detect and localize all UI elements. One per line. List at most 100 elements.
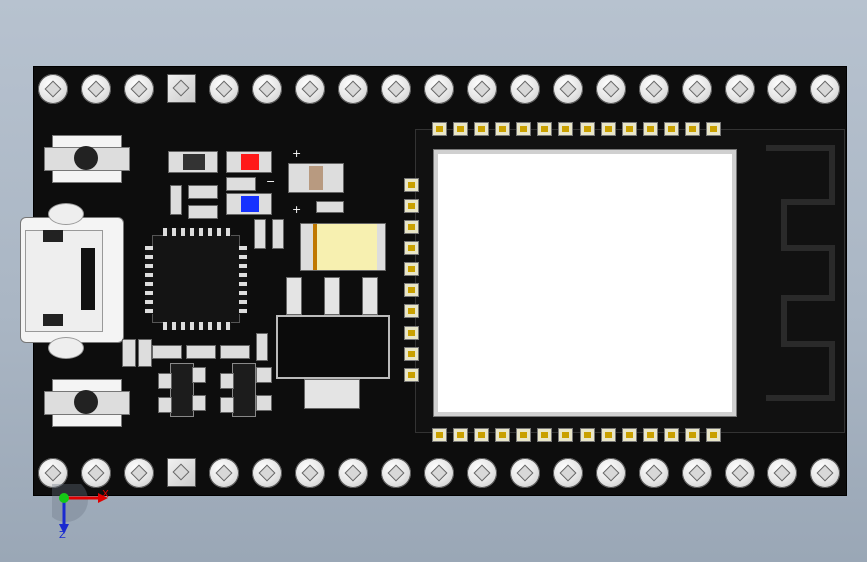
module-pad bbox=[537, 428, 552, 442]
usb-mount-hole bbox=[48, 203, 84, 225]
module-pad bbox=[404, 178, 419, 192]
en-button[interactable] bbox=[44, 135, 130, 183]
polarity-minus: − bbox=[266, 175, 276, 188]
pin-top-18 bbox=[767, 74, 797, 104]
module-pad bbox=[495, 122, 510, 136]
module-pad bbox=[643, 428, 658, 442]
module-pad bbox=[664, 428, 679, 442]
module-pad bbox=[474, 122, 489, 136]
usb-tab bbox=[43, 314, 63, 326]
regulator-pin bbox=[286, 277, 302, 315]
axis-triad bbox=[52, 484, 108, 534]
smd-resistor bbox=[254, 219, 266, 249]
module-pad bbox=[516, 428, 531, 442]
module-pad bbox=[404, 220, 419, 234]
pin-bottom-9 bbox=[381, 458, 411, 488]
pin-bottom-10 bbox=[424, 458, 454, 488]
pin-top-3 bbox=[124, 74, 154, 104]
regulator-pin bbox=[362, 277, 378, 315]
pin-bottom-19 bbox=[810, 458, 840, 488]
smd-resistor bbox=[226, 177, 256, 191]
module-pad bbox=[453, 428, 468, 442]
module-pad bbox=[404, 368, 419, 382]
pin-top-15 bbox=[639, 74, 669, 104]
module-pad bbox=[685, 122, 700, 136]
smd-resistor bbox=[186, 345, 216, 359]
module-pad bbox=[404, 241, 419, 255]
transistor bbox=[158, 363, 206, 417]
smd-resistor bbox=[170, 185, 182, 215]
regulator-pin bbox=[324, 277, 340, 315]
usb-pin-bar bbox=[81, 248, 95, 310]
x-axis-label: X bbox=[102, 489, 109, 500]
module-pad bbox=[601, 428, 616, 442]
module-pad bbox=[664, 122, 679, 136]
pin-bottom-1 bbox=[38, 458, 68, 488]
red-led bbox=[226, 151, 272, 173]
pin-top-13 bbox=[553, 74, 583, 104]
pin-bottom-16 bbox=[682, 458, 712, 488]
module-pad bbox=[404, 199, 419, 213]
module-pad bbox=[706, 122, 721, 136]
pin-bottom-5 bbox=[209, 458, 239, 488]
usb-mount-hole bbox=[48, 337, 84, 359]
pin-top-9 bbox=[381, 74, 411, 104]
smd-resistor bbox=[256, 333, 268, 361]
module-shield bbox=[434, 150, 736, 416]
boot-button[interactable] bbox=[44, 379, 130, 427]
module-pad bbox=[404, 304, 419, 318]
smd-resistor bbox=[220, 345, 250, 359]
module-pad bbox=[432, 428, 447, 442]
blue-led bbox=[226, 193, 272, 215]
smd-resistor bbox=[188, 185, 218, 199]
pin-bottom-11 bbox=[467, 458, 497, 488]
pin-top-8 bbox=[338, 74, 368, 104]
transistor bbox=[220, 363, 272, 417]
pin-bottom-7 bbox=[295, 458, 325, 488]
module-pad bbox=[558, 428, 573, 442]
module-pad bbox=[404, 347, 419, 361]
module-pad bbox=[643, 122, 658, 136]
pin-bottom-13 bbox=[553, 458, 583, 488]
module-pad bbox=[622, 122, 637, 136]
smd-resistor bbox=[138, 339, 152, 367]
pin-bottom-4 bbox=[167, 458, 196, 487]
pin-bottom-12 bbox=[510, 458, 540, 488]
module-pad bbox=[685, 428, 700, 442]
usb-uart-chip bbox=[145, 228, 247, 330]
usb-tab bbox=[43, 230, 63, 242]
regulator-tab bbox=[304, 379, 360, 409]
pin-top-17 bbox=[725, 74, 755, 104]
tantalum-capacitor bbox=[288, 163, 344, 193]
pin-bottom-6 bbox=[252, 458, 282, 488]
smd-capacitor bbox=[168, 151, 218, 173]
pin-top-6 bbox=[252, 74, 282, 104]
polarity-plus-bottom: + bbox=[292, 203, 302, 216]
pin-bottom-2 bbox=[81, 458, 111, 488]
module-pad bbox=[404, 262, 419, 276]
pcb-board: + − + bbox=[20, 67, 846, 495]
pin-bottom-3 bbox=[124, 458, 154, 488]
pin-top-10 bbox=[424, 74, 454, 104]
pin-top-16 bbox=[682, 74, 712, 104]
z-axis-label: Z bbox=[59, 530, 66, 541]
smd-resistor bbox=[152, 345, 182, 359]
wifi-module bbox=[404, 122, 845, 442]
pin-top-7 bbox=[295, 74, 325, 104]
module-pad bbox=[474, 428, 489, 442]
pin-bottom-8 bbox=[338, 458, 368, 488]
module-pad bbox=[453, 122, 468, 136]
smd-resistor bbox=[272, 219, 284, 249]
module-pad bbox=[558, 122, 573, 136]
pin-bottom-15 bbox=[639, 458, 669, 488]
pin-top-2 bbox=[81, 74, 111, 104]
pin-top-4 bbox=[167, 74, 196, 103]
module-pad bbox=[537, 122, 552, 136]
y-axis-dot bbox=[59, 493, 69, 503]
triad-shadow bbox=[52, 484, 88, 522]
pin-top-12 bbox=[510, 74, 540, 104]
module-pad bbox=[622, 428, 637, 442]
module-pad bbox=[516, 122, 531, 136]
button-cap[interactable] bbox=[74, 390, 98, 414]
button-cap[interactable] bbox=[74, 146, 98, 170]
